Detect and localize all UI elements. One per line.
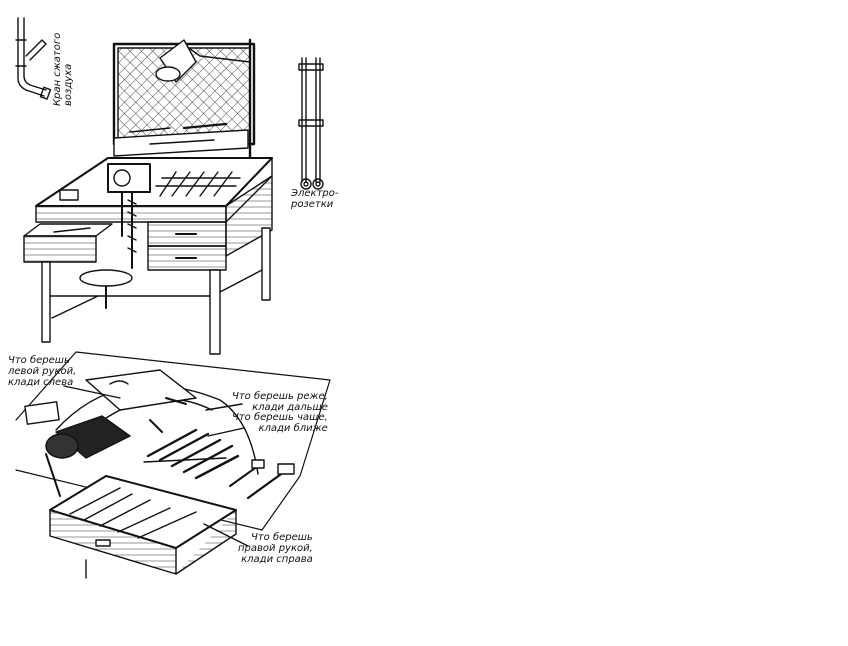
right-hand-label: Что берешь правой рукой, клади справа [238,532,313,565]
air-valve-label: Кран сжатого воздуха [52,33,74,106]
left-hand-label-line-3: клади слева [8,377,74,388]
often-used-label: Что берешь чаще, клади ближе [232,412,328,434]
air-valve-label-line-1: Кран сжатого [52,32,63,106]
right-hand-label-line-3: клади справа [241,554,313,565]
sockets-label-line-2: розетки [291,199,334,210]
often-used-label-line-1: Что берешь чаще, [232,412,328,423]
sockets-label-line-1: Электро- [291,188,339,199]
left-hand-label: Что берешь левой рукой, клади слева [8,355,76,388]
rarely-used-label-line-1: Что берешь реже, [232,391,328,402]
rarely-used-label: Что берешь реже, клади дальше [232,391,328,413]
left-hand-label-line-1: Что берешь [8,355,70,366]
sockets-label: Электро- розетки [291,188,338,210]
electric-sockets-icon [298,57,324,190]
rarely-used-label-line-2: клади дальше [252,402,328,413]
often-used-label-line-2: клади ближе [258,423,328,434]
workbench-icon [23,38,273,355]
right-hand-label-line-1: Что берешь [250,532,313,543]
workplace-layout-icon [15,351,331,579]
right-hand-label-line-2: правой рукой, [238,543,313,554]
left-hand-label-line-2: левой рукой, [8,366,77,377]
air-valve-label-line-2: воздуха [63,63,74,106]
air-valve-icon [15,17,52,100]
